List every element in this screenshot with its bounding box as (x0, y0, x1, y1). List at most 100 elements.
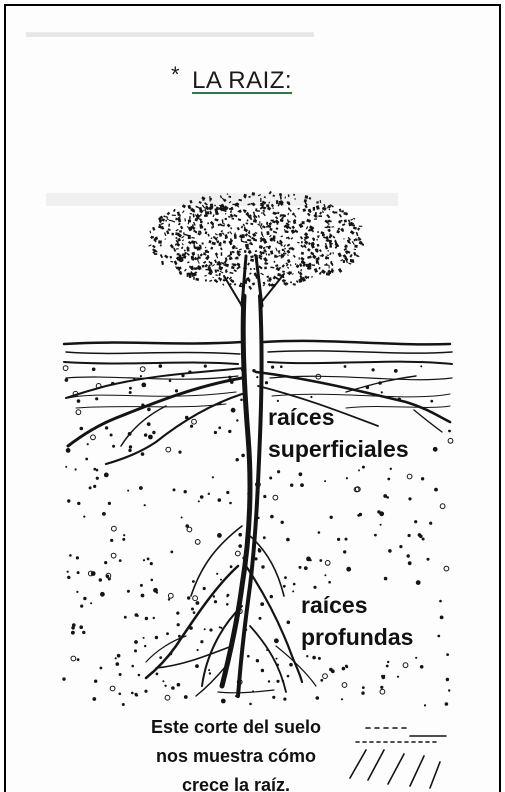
soil-particle (76, 591, 78, 593)
soil-particle (124, 616, 127, 619)
foliage-stipple (195, 241, 198, 244)
soil-particle (241, 454, 245, 458)
soil-particle (422, 538, 425, 541)
foliage-stipple (329, 265, 330, 269)
foliage-stipple (299, 257, 300, 259)
foliage-stipple (184, 218, 186, 221)
foliage-stipple (220, 247, 223, 250)
soil-particle (273, 495, 278, 500)
foliage-stipple (182, 243, 184, 245)
foliage-stipple (182, 239, 184, 241)
foliage-stipple (344, 244, 348, 248)
soil-particle (362, 686, 365, 689)
foliage-stipple (211, 226, 213, 228)
foliage-stipple (266, 222, 268, 225)
foliage-stipple (331, 270, 334, 273)
foliage-stipple (210, 237, 212, 239)
foliage-stipple (260, 223, 262, 226)
soil-particle (212, 476, 214, 478)
foliage-stipple (265, 253, 267, 256)
soil-particle (310, 396, 312, 398)
foliage-stipple (320, 200, 322, 203)
foliage-stipple (188, 205, 191, 209)
foliage-stipple (353, 225, 355, 227)
foliage-stipple (268, 202, 270, 204)
foliage-stipple (225, 218, 227, 220)
foliage-stipple (258, 194, 261, 196)
soil-particle (263, 495, 266, 498)
soil-particle (270, 515, 274, 519)
foliage-stipple (154, 253, 157, 255)
foliage-stipple (166, 230, 169, 234)
soil-particle (100, 667, 103, 670)
foliage-stipple (258, 215, 260, 218)
foliage-stipple (184, 249, 186, 251)
foliage-stipple (247, 219, 249, 221)
foliage-stipple (193, 230, 197, 234)
foliage-stipple (293, 283, 296, 286)
soil-particle (271, 366, 274, 369)
soil-particle (263, 536, 266, 539)
soil-particle (147, 558, 150, 561)
foliage-stipple (302, 225, 303, 227)
foliage-stipple (282, 271, 285, 273)
foliage-stipple (231, 266, 235, 270)
foliage-stipple (179, 271, 183, 275)
foliage-stipple (235, 247, 238, 249)
foliage-stipple (224, 277, 227, 279)
soil-particle (236, 458, 239, 461)
foliage-stipple (202, 265, 205, 268)
foliage-stipple (186, 253, 190, 256)
foliage-stipple (273, 231, 277, 234)
foliage-stipple (212, 264, 215, 267)
soil-particle (123, 534, 125, 536)
soil-particle (361, 691, 364, 694)
foliage-stipple (229, 272, 233, 274)
soil-particle (430, 400, 433, 403)
foliage-stipple (176, 248, 179, 250)
foliage-stipple (282, 264, 285, 267)
foliage-stipple (175, 218, 177, 221)
foliage-stipple (233, 269, 237, 272)
foliage-stipple (204, 202, 208, 206)
foliage-stipple (290, 281, 292, 283)
soil-particle (209, 672, 211, 674)
soil-particle (89, 486, 92, 489)
soil-particle (65, 378, 69, 382)
foliage-stipple (284, 283, 287, 285)
foliage-stipple (264, 196, 266, 198)
soil-particle (420, 665, 424, 669)
foliage-stipple (339, 214, 342, 218)
foliage-stipple (304, 232, 308, 236)
soil-particle (342, 683, 347, 688)
foliage-stipple (169, 220, 173, 222)
foliage-stipple (327, 226, 330, 228)
soil-particle (448, 438, 453, 443)
foliage-stipple (329, 245, 332, 247)
soil-particle (444, 566, 449, 571)
soil-particle (399, 545, 402, 548)
foliage-stipple (333, 252, 334, 254)
foliage-stipple (287, 259, 291, 263)
foliage-stipple (184, 269, 187, 272)
soil-particle (219, 626, 221, 628)
soil-particle (276, 658, 278, 660)
foliage-stipple (173, 248, 176, 252)
foliage-stipple (228, 196, 231, 198)
soil-particle (218, 426, 221, 429)
foliage-stipple (271, 220, 274, 222)
foliage-stipple (229, 201, 232, 203)
foliage-stipple (170, 261, 173, 263)
foliage-stipple (280, 274, 283, 277)
foliage-stipple (294, 198, 296, 200)
soil-particle (112, 445, 115, 448)
soil-particle (226, 491, 229, 494)
soil-particle (87, 443, 89, 445)
soil-particle (63, 366, 68, 371)
foliage-stipple (319, 249, 322, 252)
soil-particle (403, 663, 408, 668)
soil-particle (397, 676, 399, 678)
soil-particle (90, 602, 92, 604)
soil-particle (256, 376, 258, 378)
foliage-stipple (327, 229, 331, 232)
